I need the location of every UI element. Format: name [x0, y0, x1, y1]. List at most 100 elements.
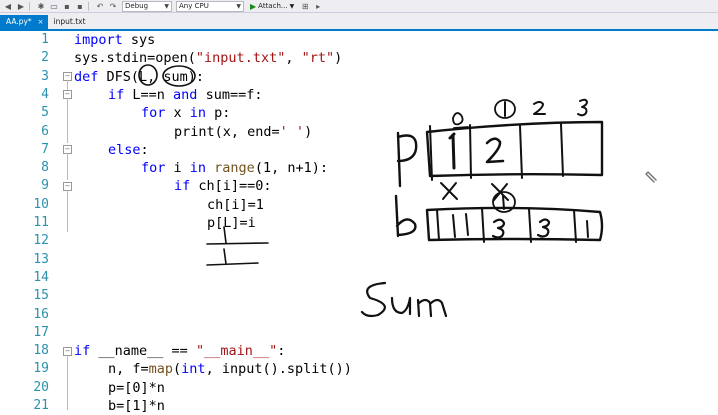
line-number: 12 — [33, 233, 49, 249]
attach-button[interactable]: ▶ Attach... ▼ — [250, 2, 294, 11]
code-text: : — [277, 343, 286, 360]
code-line: ch[i]=1 — [207, 196, 264, 213]
redo-icon[interactable]: ↷ — [109, 1, 117, 11]
platform-value: Any CPU — [179, 1, 209, 10]
annotation-value-3 — [491, 218, 506, 239]
attach-label: Attach... — [258, 2, 288, 10]
new-item-icon[interactable]: ✱ — [37, 1, 45, 11]
toolbar-separator — [88, 1, 89, 11]
keyword: if — [74, 343, 91, 360]
annotation-letter-b — [394, 194, 417, 238]
builtin-function: map — [148, 361, 174, 378]
chevron-down-icon: ▼ — [289, 2, 295, 10]
line-number: 20 — [33, 379, 49, 395]
code-line: p=[0]*n — [108, 379, 165, 396]
line-number: 2 — [41, 50, 49, 66]
code-text: (1, n+1): — [254, 160, 328, 177]
code-text: : — [140, 141, 149, 158]
keyword: else — [108, 141, 141, 158]
annotation-array-b — [425, 206, 604, 242]
code-text: print(x, end= — [174, 123, 280, 140]
annotation-array-divider — [436, 209, 440, 241]
annotation-value-2 — [485, 137, 505, 164]
line-number: 10 — [33, 196, 49, 212]
keyword: and — [173, 86, 198, 103]
keyword: import — [74, 32, 123, 48]
forward-icon[interactable]: ▶ — [17, 1, 25, 11]
configuration-select[interactable]: Debug ▼ — [122, 0, 172, 12]
code-text: n, f= — [108, 361, 149, 378]
back-icon[interactable]: ◀ — [4, 1, 12, 11]
keyword: if — [108, 86, 125, 103]
close-icon[interactable]: × — [37, 18, 44, 26]
save-icon[interactable]: ▪ — [64, 1, 70, 11]
keyword: if — [174, 178, 191, 195]
code-line: for x in p: — [141, 104, 230, 122]
toolbar-extra-icon[interactable]: ▸ — [316, 1, 321, 11]
line-number: 17 — [33, 324, 49, 340]
save-all-icon[interactable]: ▪ — [77, 1, 83, 11]
chevron-down-icon: ▼ — [236, 2, 241, 10]
string-literal: "rt" — [301, 50, 335, 67]
toolbar-tool-icon[interactable]: ⊞ — [301, 1, 309, 11]
code-editor[interactable]: 1 2 3 4 5 6 7 8 9 10 11 12 13 14 15 16 1… — [0, 31, 718, 414]
annotation-underline — [206, 248, 259, 266]
fold-guide — [67, 190, 68, 232]
line-number: 19 — [33, 361, 49, 377]
annotation-circle-sum — [162, 65, 196, 87]
line-number: 8 — [41, 160, 49, 176]
line-number: 11 — [33, 215, 49, 230]
annotation-index-3 — [577, 98, 588, 117]
code-text: ) — [334, 50, 343, 67]
annotation-x-mark — [440, 182, 458, 200]
tab-label: AA.py* — [6, 17, 32, 26]
annotation-array-divider — [469, 124, 472, 179]
annotation-value-1 — [502, 195, 505, 210]
keyword: def — [74, 68, 99, 85]
tab-aa-py[interactable]: AA.py* × — [0, 15, 48, 29]
tab-input-txt[interactable]: input.txt — [48, 15, 90, 29]
code-text: ( — [173, 361, 182, 378]
annotation-word-sum — [360, 281, 448, 318]
annotation-value-1 — [448, 132, 456, 170]
line-number: 1 — [41, 32, 49, 47]
code-line: n, f=map(int, input().split()) — [108, 360, 352, 378]
code-text: x — [165, 105, 190, 122]
line-number: 13 — [33, 251, 49, 267]
code-text: i — [165, 160, 190, 177]
pen-cursor-icon — [645, 171, 657, 183]
code-line: for i in range(1, n+1): — [141, 159, 328, 177]
annotation-circle-l — [138, 64, 158, 86]
keyword: in — [189, 105, 207, 122]
line-number: 9 — [41, 178, 49, 194]
builtin-function: range — [206, 160, 255, 177]
document-tab-bar: AA.py* × input.txt — [0, 13, 718, 31]
annotation-index-circle — [494, 99, 516, 119]
annotation-index-2 — [533, 101, 546, 115]
keyword: for — [141, 160, 166, 177]
code-text: sum==f: — [197, 86, 263, 103]
annotation-array-divider — [528, 208, 532, 243]
annotation-array-divider — [560, 123, 564, 177]
annotation-array-divider — [519, 125, 523, 179]
keyword: for — [141, 105, 166, 122]
open-folder-icon[interactable]: ▭ — [50, 1, 58, 11]
line-number: 4 — [41, 86, 49, 102]
code-text: ) — [304, 123, 313, 140]
code-line: else: — [108, 141, 149, 159]
undo-icon[interactable]: ↶ — [96, 1, 104, 11]
line-number: 6 — [41, 123, 49, 139]
keyword: in — [189, 160, 207, 177]
line-number: 3 — [41, 68, 49, 84]
fold-guide — [67, 98, 68, 143]
annotation-array-divider — [481, 207, 485, 243]
annotation-value-1 — [452, 213, 469, 238]
code-line: p[L]=i — [207, 215, 256, 231]
toolbar: ◀ ▶ ✱ ▭ ▪ ▪ ↶ ↷ Debug ▼ Any CPU ▼ ▶ Atta… — [0, 0, 718, 13]
platform-select[interactable]: Any CPU ▼ — [176, 0, 244, 12]
annotation-array-divider — [573, 209, 577, 243]
tab-label: input.txt — [53, 17, 86, 26]
fold-guide — [67, 153, 68, 180]
code-line: sys.stdin=open("input.txt", "rt") — [74, 49, 342, 67]
